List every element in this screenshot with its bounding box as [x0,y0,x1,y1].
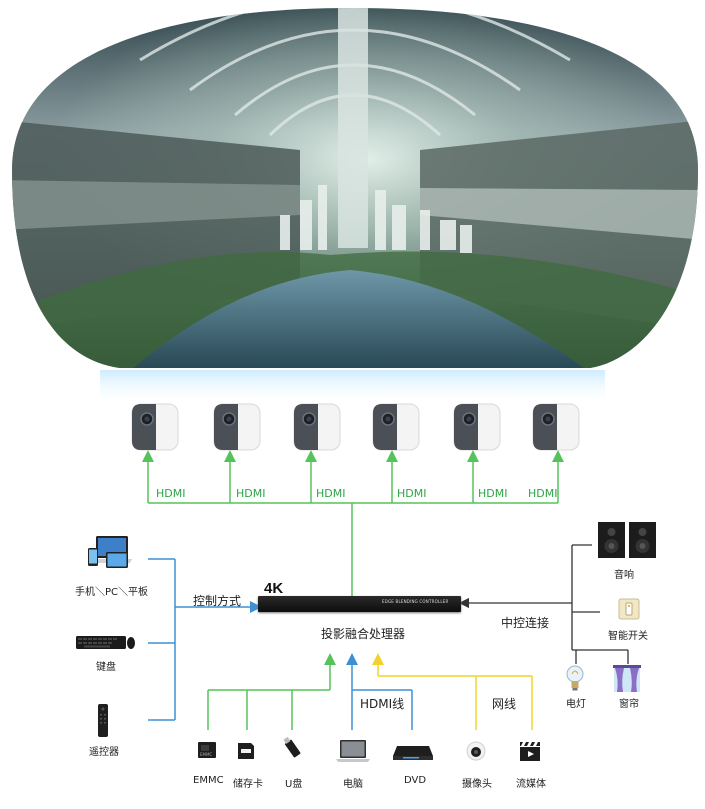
keyboard-icon [76,633,136,653]
right-item-smart-switch: 智能开关 [608,631,648,642]
smart-switch-icon [618,598,640,620]
source-camera: 摄像头 [462,779,492,790]
devices-icon [88,536,132,568]
projector-icon [453,403,501,451]
memory-card-icon [235,741,257,761]
projector-icon [293,403,341,451]
projector-icon [131,403,179,451]
svg-text:EMMC: EMMC [200,752,212,757]
left-item-keyboard: 键盘 [96,662,116,673]
hdmi-label-3: HDMI [316,487,346,500]
source-computer: 电脑 [343,779,363,790]
hdmi-label-5: HDMI [478,487,508,500]
camera-icon [465,740,487,762]
dvd-player-icon [393,744,433,762]
hdmi-label-2: HDMI [236,487,266,500]
source-dvd: DVD [404,775,427,786]
right-item-audio: 音响 [614,570,634,581]
remote-control-icon [97,704,109,737]
network-cable-heading: 网线 [492,697,517,711]
projector-2 [212,402,262,452]
left-item-devices: 手机＼PC＼平板 [75,587,149,598]
projector-6 [531,402,581,452]
projector-4 [371,402,421,452]
projection-screen [12,8,698,400]
hdmi-label-6: HDMI [528,487,558,500]
right-item-curtain: 窗帘 [619,699,639,710]
projector-5 [452,402,502,452]
source-emmc: EMMC [193,775,224,786]
projector-icon [372,403,420,451]
hdmi-label-4: HDMI [397,487,427,500]
projector-icon [532,403,580,451]
processor-panel-text: EDGE BLENDING CONTROLLER [382,599,449,604]
control-method-heading: 控制方式 [193,594,242,608]
projector-1 [130,402,180,452]
source-usb-drive: U盘 [285,779,303,790]
projector-3 [292,402,342,452]
left-item-remote: 遥控器 [89,747,119,758]
hdmi-cable-heading: HDMI线 [360,697,405,711]
source-streaming: 流媒体 [516,779,546,790]
hdmi-label-1: HDMI [156,487,186,500]
projector-icon [213,403,261,451]
speaker-icon [596,520,658,560]
streaming-clapper-icon [518,740,542,762]
usb-drive-icon [282,736,304,762]
blending-processor-unit: EDGE BLENDING CONTROLLER [258,596,461,612]
right-item-light: 电灯 [566,699,586,710]
central-control-heading: 中控连接 [501,616,550,630]
processor-4k-badge: 4K [264,580,284,597]
emmc-chip-icon: EMMC [196,739,220,761]
tablet-laptop-phone-icon [86,534,136,576]
curtain-icon [612,664,642,694]
source-memory-card: 储存卡 [233,779,263,790]
laptop-icon [335,738,371,764]
light-bulb-icon [564,664,586,692]
processor-label: 投影融合处理器 [321,627,406,641]
